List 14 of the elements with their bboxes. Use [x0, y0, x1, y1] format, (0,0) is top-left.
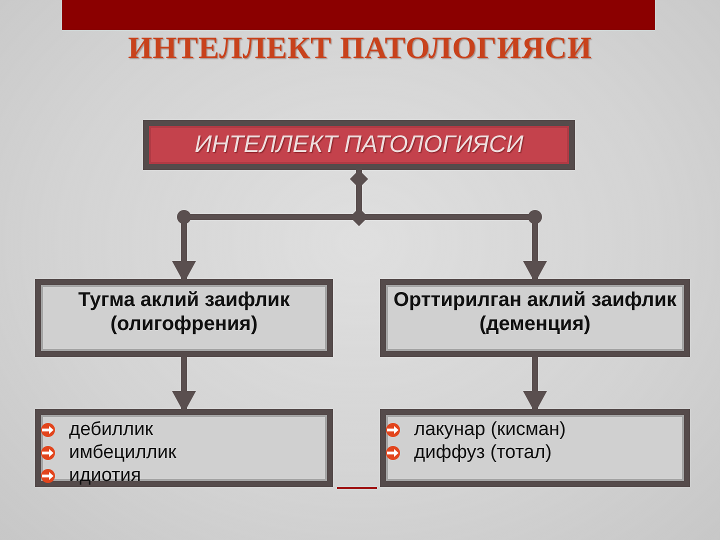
list-item-text: лакунар (кисман) — [414, 418, 566, 441]
list-item-text: имбециллик — [69, 441, 176, 464]
list-item-text: идиотия — [69, 464, 142, 487]
category-title: Тугма аклий заифлик (олигофрения) — [77, 288, 291, 336]
category-box — [35, 279, 333, 357]
category-box — [380, 279, 690, 357]
list-box — [380, 409, 690, 487]
heading-box — [143, 120, 575, 170]
heading-text: ИНТЕЛЛЕКТ ПАТОЛОГИЯСИ — [194, 131, 524, 159]
list-box — [35, 409, 333, 487]
page-title: ИНТЕЛЛЕКТ ПАТОЛОГИЯСИ — [128, 30, 592, 66]
category-title: Орттирилган аклий заифлик (деменция) — [392, 288, 678, 336]
list-item-text: диффуз (тотал) — [414, 441, 552, 464]
list-item-text: дебиллик — [69, 418, 154, 441]
